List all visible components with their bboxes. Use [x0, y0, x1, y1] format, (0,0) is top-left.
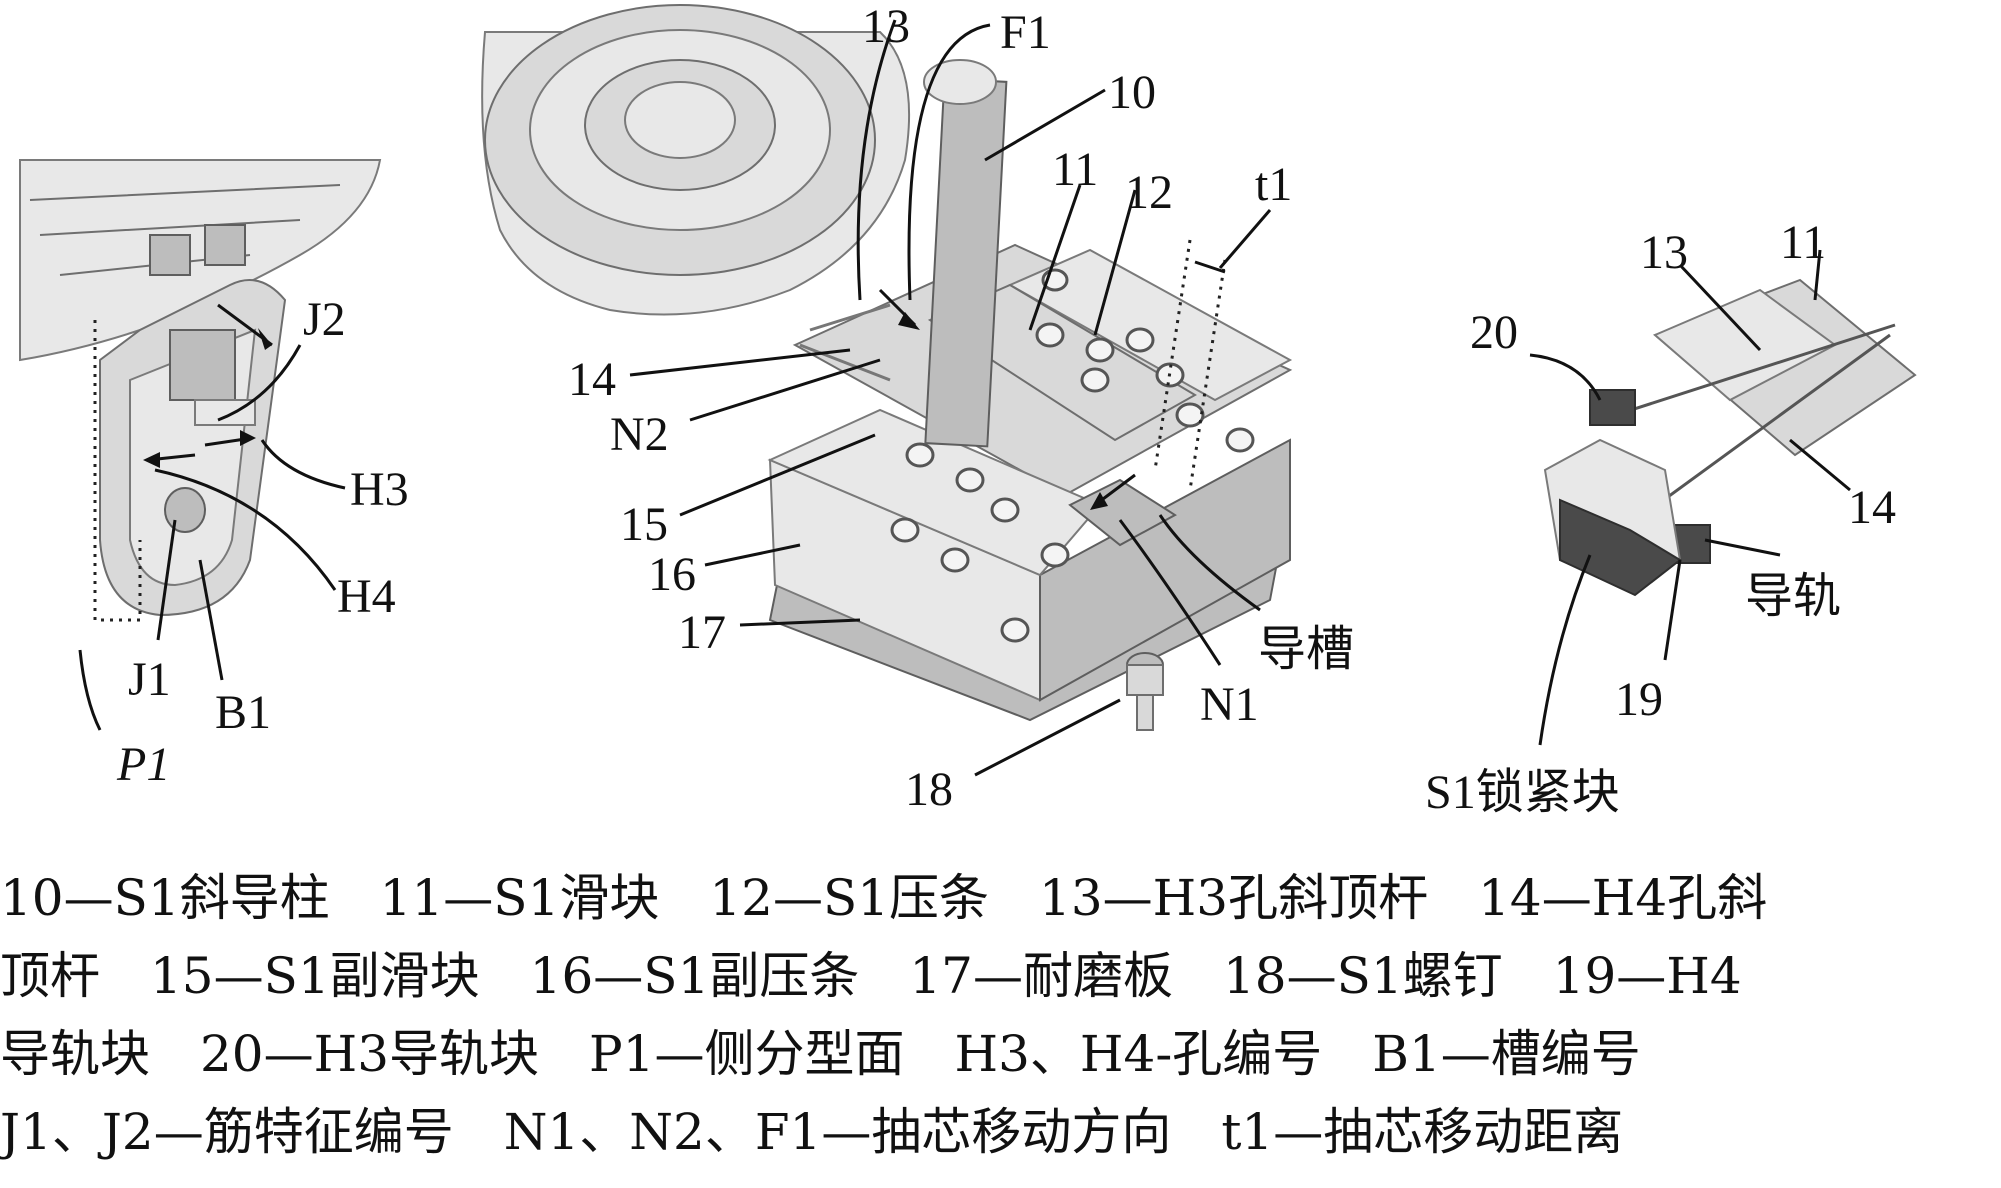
left-lead-h4 — [154, 468, 337, 591]
mid-angle-pin — [923, 59, 1008, 448]
mid-arrow-n1-head — [1090, 492, 1108, 510]
label-right-19: 19 — [1615, 673, 1663, 726]
left-arrow-3-head — [240, 430, 256, 446]
mid-ejector-14 — [799, 343, 891, 382]
mid-ejector-13 — [809, 303, 891, 332]
right-rod-13 — [1599, 323, 1896, 422]
label-mid-14: 14 — [568, 353, 616, 406]
left-arrow-2-head — [143, 452, 160, 468]
label-mid-n1: N1 — [1200, 678, 1259, 731]
left-window — [169, 329, 236, 401]
figure-drawing: J2 H3 H4 J1 B1 P1 — [19, 0, 1917, 819]
label-mid-f1: F1 — [1000, 6, 1051, 59]
label-right-13: 13 — [1640, 226, 1688, 279]
left-lead-p1 — [78, 649, 102, 731]
mid-lead-11 — [1028, 184, 1082, 331]
right-lock-block-face — [1559, 498, 1682, 597]
label-right-14: 14 — [1848, 481, 1896, 534]
right-view: 13 11 20 14 导轨 19 S1锁紧块 — [1425, 216, 1917, 819]
label-mid-17: 17 — [678, 606, 726, 659]
mid-lead-10 — [984, 88, 1106, 162]
mid-travel-lines-2 — [1188, 259, 1227, 491]
right-lead-lock — [1538, 554, 1592, 746]
caption-line-3: 导轨块 20—H3导轨块 P1—侧分型面 H3、H4-孔编号 B1—槽编号 — [0, 1025, 1641, 1083]
mid-round-ring-4 — [624, 81, 736, 159]
left-lead-h3 — [260, 439, 346, 490]
label-right-lock-block: S1锁紧块 — [1425, 766, 1620, 819]
caption-line-4: J1、J2—筋特征编号 N1、N2、F1—抽芯移动方向 t1—抽芯移动距离 — [0, 1103, 1624, 1161]
mid-lead-17 — [739, 618, 861, 627]
label-right-20: 20 — [1470, 306, 1518, 359]
caption-line-1: 10—S1斜导柱 11—S1滑块 12—S1压条 13—H3孔斜顶杆 14—H4… — [0, 869, 1768, 927]
right-rod-14 — [1649, 333, 1891, 512]
mid-lead-18 — [974, 698, 1121, 777]
label-mid-n2: N2 — [610, 408, 669, 461]
left-hole-h4 — [164, 487, 206, 533]
label-j1: J1 — [128, 653, 171, 706]
label-mid-18: 18 — [905, 763, 953, 816]
label-mid-guide-groove: 导槽 — [1258, 623, 1354, 676]
right-lead-13 — [1678, 263, 1762, 352]
label-j2: J2 — [303, 293, 346, 346]
label-mid-16: 16 — [648, 548, 696, 601]
mid-lead-13 — [856, 19, 897, 301]
mid-lead-14 — [629, 348, 851, 377]
right-lead-11 — [1813, 249, 1822, 301]
mid-groove — [1068, 478, 1177, 547]
mid-press-strip — [1007, 248, 1293, 402]
label-h3: H3 — [350, 463, 409, 516]
mid-lead-n1 — [1118, 519, 1222, 666]
left-lead-b1 — [198, 559, 224, 681]
mid-holes — [890, 268, 1255, 643]
label-mid-t1: t1 — [1255, 158, 1292, 211]
label-mid-13: 13 — [862, 0, 910, 53]
label-b1: B1 — [215, 686, 271, 739]
mid-lead-12 — [1093, 189, 1137, 336]
mid-lead-15 — [679, 433, 876, 517]
caption-line-2: 顶杆 15—S1副滑块 16—S1副压条 17—耐磨板 18—S1螺钉 19—H… — [0, 947, 1742, 1005]
label-mid-12: 12 — [1125, 166, 1173, 219]
mid-travel-lines — [1153, 239, 1192, 471]
label-h4: H4 — [337, 570, 396, 623]
left-lead-j1 — [156, 519, 177, 641]
left-rib-box-2 — [204, 224, 246, 266]
mid-lead-groove — [1158, 514, 1261, 612]
right-lead-20 — [1529, 353, 1602, 401]
left-lead-j2 — [217, 344, 302, 422]
mid-block-right — [1039, 438, 1291, 702]
mid-arrow-f1-head — [898, 312, 920, 330]
label-mid-11: 11 — [1052, 143, 1098, 196]
label-p1: P1 — [116, 738, 170, 791]
label-right-guide-rail: 导轨 — [1745, 570, 1841, 623]
label-mid-15: 15 — [620, 498, 668, 551]
right-lead-19 — [1663, 559, 1682, 661]
mid-lead-n2 — [689, 358, 881, 422]
middle-view: 13 F1 10 11 12 t1 14 N2 15 16 17 导槽 N1 1… — [481, 0, 1354, 816]
left-arrow-1-head — [258, 328, 272, 350]
mid-lead-t1 — [1218, 209, 1272, 269]
mid-arrow-t1 — [1194, 260, 1226, 274]
right-lead-guide-rail — [1704, 538, 1781, 557]
mid-lead-f1 — [907, 23, 991, 301]
left-view: J2 H3 H4 J1 B1 P1 — [19, 159, 409, 791]
left-rib-j2 — [194, 399, 256, 426]
mid-lead-16 — [704, 543, 801, 567]
mid-screw — [1126, 652, 1164, 731]
label-mid-10: 10 — [1108, 66, 1156, 119]
left-rib-box-1 — [149, 234, 191, 276]
right-lead-14 — [1789, 438, 1851, 492]
label-right-11: 11 — [1780, 216, 1826, 269]
